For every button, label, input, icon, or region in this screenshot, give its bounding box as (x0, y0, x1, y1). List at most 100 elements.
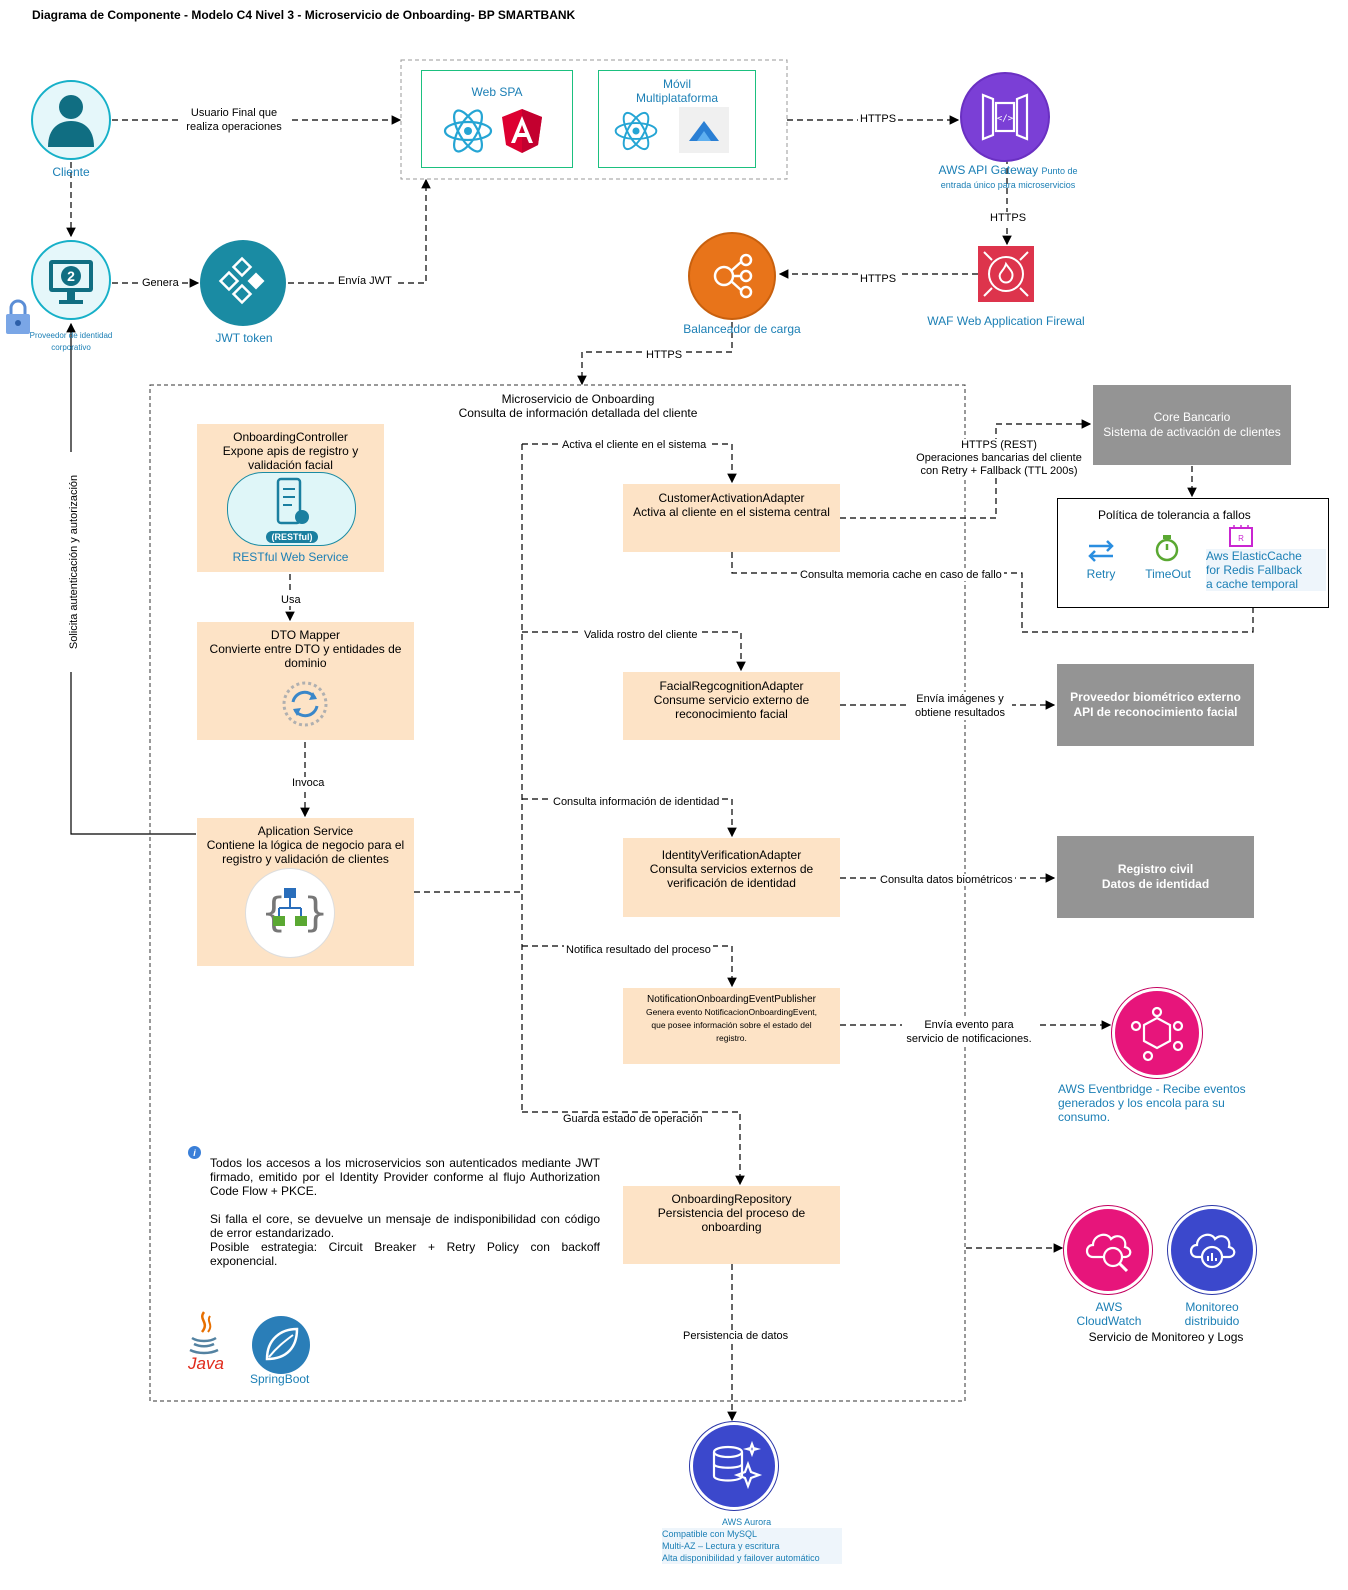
cliente-label: Cliente (52, 165, 90, 179)
aurora-label: AWS Aurora Compatible con MySQL Multi-AZ… (662, 1516, 842, 1564)
kotlin-multiplatform-icon (689, 121, 719, 141)
note-p1: Todos los accesos a los microservicios s… (210, 1156, 600, 1198)
load-balancer-icon (713, 253, 753, 299)
cloudwatch-label: AWS CloudWatch (1076, 1300, 1142, 1328)
cloudwatch-node[interactable] (1064, 1206, 1152, 1294)
biometric-provider[interactable]: Proveedor biométrico externo API de reco… (1057, 664, 1254, 746)
lb-node[interactable] (688, 232, 776, 320)
core-bancario[interactable]: Core Bancario Sistema de activación de c… (1093, 385, 1291, 465)
svg-text:R: R (1238, 534, 1244, 543)
notification-event-publisher[interactable]: NotificationOnboardingEventPublisher Gen… (623, 988, 840, 1064)
monitoreo-label: Monitoreo distribuido (1184, 1300, 1240, 1328)
eventbridge-node[interactable] (1112, 988, 1202, 1078)
stopwatch-icon (1155, 535, 1179, 562)
note-p3: Posible estrategia: Circuit Breaker + Re… (210, 1240, 600, 1268)
eventbridge-label: AWS Eventbridge - Recibe eventos generad… (1058, 1082, 1246, 1124)
edge-label-https-rest: HTTPS (REST) Operaciones bancarias del c… (910, 439, 1088, 478)
api-gateway-label: AWS API Gateway Punto de entrada único p… (938, 163, 1078, 190)
edge-label-genera: Genera (140, 277, 181, 289)
facial-recognition-adapter[interactable]: FacialRegcognitionAdapter Consume servic… (623, 672, 840, 740)
springboot-logo (252, 1316, 310, 1374)
page-title: Diagrama de Componente - Modelo C4 Nivel… (32, 8, 576, 22)
web-spa-label: Web SPA (471, 85, 523, 99)
edge-label-consulta-identidad: Consulta información de identidad (551, 796, 722, 808)
customer-activation-adapter[interactable]: CustomerActivationAdapter Activa al clie… (623, 484, 840, 552)
react-native-icon (614, 111, 658, 151)
mobile-box[interactable]: Móvil Multiplataforma (598, 70, 756, 168)
edge-label-https-1: HTTPS (858, 113, 899, 125)
restful-badge: (RESTful) (266, 531, 318, 543)
onboarding-controller[interactable]: OnboardingController Expone apis de regi… (197, 424, 384, 572)
edge-label-usa: Usa (279, 594, 303, 606)
fault-tolerance-box: Política de tolerancia a fallos Retry Ti… (1057, 498, 1329, 608)
idp-label: Proveedor de identidad corporativo (29, 331, 113, 352)
aurora-node[interactable] (690, 1422, 778, 1510)
eventbridge-icon (1130, 1006, 1184, 1062)
edge-label-guarda: Guarda estado de operación (561, 1113, 705, 1125)
edge-label-envia-imagenes: Envía imágenes y obtiene resultados (908, 692, 1012, 720)
cloudwatch-icon (1085, 1233, 1132, 1273)
java-label: Java (188, 1354, 224, 1373)
note-text: Todos los accesos a los microservicios s… (210, 1156, 600, 1268)
aurora-database-icon (712, 1440, 763, 1490)
jwt-icon (218, 256, 265, 305)
registro-civil[interactable]: Registro civil Datos de identidad (1057, 836, 1254, 918)
api-gateway-node[interactable]: </> (960, 72, 1050, 162)
monitoreo-node[interactable] (1168, 1206, 1256, 1294)
info-icon: i (188, 1146, 201, 1159)
firewall-icon (983, 251, 1029, 297)
react-icon (443, 109, 493, 153)
angular-icon (502, 109, 542, 153)
edge-label-usuario: Usuario Final que realiza operaciones (180, 106, 288, 134)
spring-leaf-icon (265, 1327, 299, 1361)
user-icon (48, 95, 94, 147)
edge-label-valida: Valida rostro del cliente (582, 629, 700, 641)
jwt-node[interactable] (200, 240, 286, 326)
elasticache-icon: R (1229, 525, 1253, 547)
jwt-label: JWT token (215, 331, 273, 345)
logic-icon-bg: { } (245, 868, 335, 958)
edge-label-notifica: Notifica resultado del proceso (564, 944, 713, 956)
java-logo-icon (189, 1311, 219, 1355)
edge-label-activa: Activa el cliente en el sistema (560, 439, 709, 451)
edge-label-solicita: Solicita autenticación y autorización (68, 452, 80, 672)
restful-badge-bg: (RESTful) (227, 472, 356, 546)
svg-text:</>: </> (997, 114, 1014, 124)
edge-label-https-3: HTTPS (858, 273, 899, 285)
application-service[interactable]: Aplication Service Contiene la lógica de… (197, 818, 414, 966)
retry-label: Retry (1086, 567, 1116, 581)
svg-text:}: } (303, 890, 325, 936)
identity-verification-adapter[interactable]: IdentityVerificationAdapter Consulta ser… (623, 838, 840, 917)
edge-label-invoca: Invoca (290, 777, 327, 789)
logic-app-icon: { } (261, 888, 325, 936)
note-p2: Si falla el core, se devuelve un mensaje… (210, 1212, 600, 1240)
boundary-title: Microservicio de Onboarding Consulta de … (458, 392, 698, 420)
svg-text:2: 2 (67, 268, 75, 284)
edge-label-https-4: HTTPS (644, 349, 685, 361)
monitoreo-group-label: Servicio de Monitoreo y Logs (1088, 1330, 1244, 1344)
restful-label: RESTful Web Service (232, 550, 349, 564)
onboarding-repository[interactable]: OnboardingRepository Persistencia del pr… (623, 1186, 840, 1264)
kotlin-icon-bg (679, 107, 729, 153)
idp-node[interactable]: 2 (31, 240, 111, 320)
fault-title: Política de tolerancia a fallos (1098, 508, 1251, 522)
svg-text:{: { (261, 890, 286, 936)
frontends-group (400, 59, 788, 180)
edge-label-cache: Consulta memoria cache en caso de fallo (798, 569, 1004, 581)
cliente-node[interactable] (31, 80, 111, 160)
sync-icon (282, 681, 328, 727)
edge-label-envia-jwt: Envía JWT (336, 275, 394, 287)
waf-node[interactable] (978, 246, 1034, 302)
web-spa-box[interactable]: Web SPA (421, 70, 573, 168)
dto-mapper[interactable]: DTO Mapper Convierte entre DTO y entidad… (197, 622, 414, 740)
monitoring-cloud-icon (1189, 1233, 1236, 1269)
microservice-boundary (149, 384, 966, 1402)
server-icon (276, 477, 309, 525)
edge-label-https-2: HTTPS (988, 212, 1029, 224)
oauth-monitor-icon: 2 (49, 260, 93, 304)
retry-icon (1088, 540, 1114, 562)
elasticache-label: Aws ElasticCache for Redis Fallback a ca… (1206, 549, 1326, 591)
waf-label: WAF Web Application Firewal (927, 314, 1085, 328)
springboot-label: SpringBoot (250, 1372, 310, 1386)
edge-label-consulta-biometricos: Consulta datos biométricos (878, 874, 1015, 886)
